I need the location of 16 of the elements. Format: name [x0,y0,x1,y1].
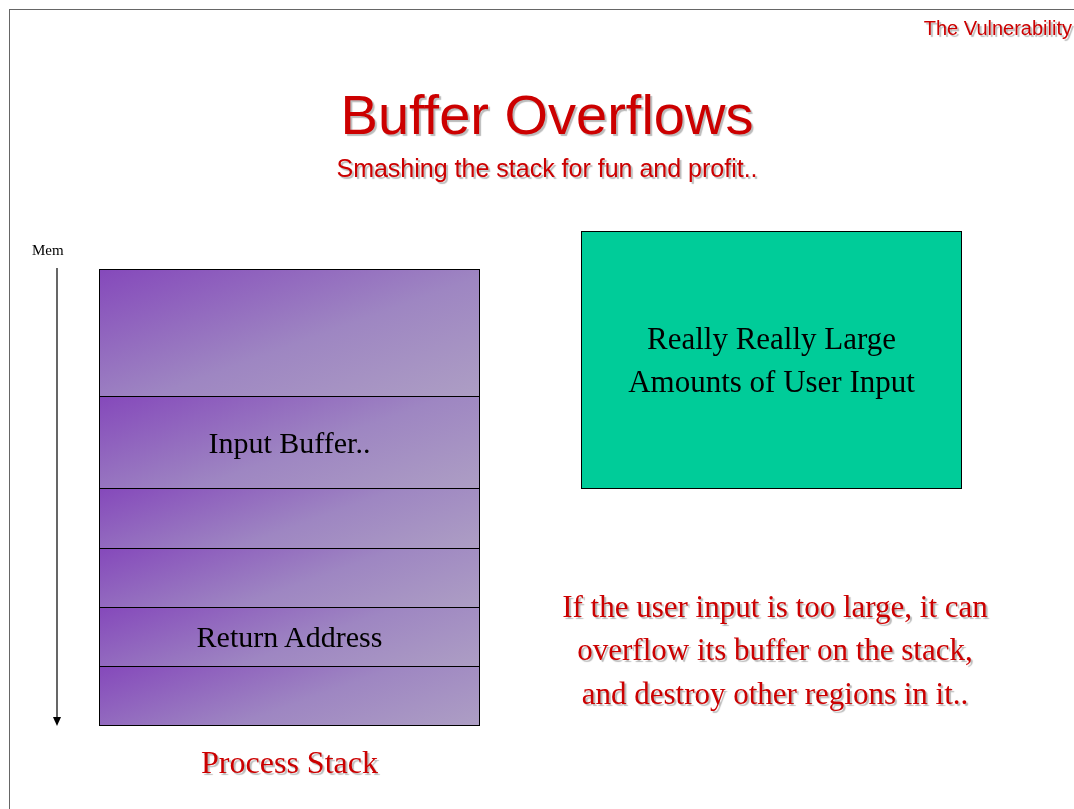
input-box [581,231,962,489]
stack-row [99,489,480,549]
row-label: Return Address [196,620,383,654]
header-text: The Vulnerability [923,17,1072,40]
box-text: Really Really Large Amounts of User Input [627,319,916,401]
stack-row [99,397,480,489]
stack-row [99,269,480,397]
row-label: Input Buffer.. [208,425,371,460]
stack-row [99,549,480,608]
title: Buffer Overflows [339,84,755,146]
axis-label: Mem [32,242,64,259]
note-text: If the user input is too large, it can overflow its buffer on the stack, and destroy other regions in it.. [561,588,989,713]
stack-caption: Process Stack [200,744,379,781]
stack-row [99,667,480,726]
subtitle: Smashing the stack for fun and profit.. [335,154,759,183]
stack-row [99,608,480,667]
